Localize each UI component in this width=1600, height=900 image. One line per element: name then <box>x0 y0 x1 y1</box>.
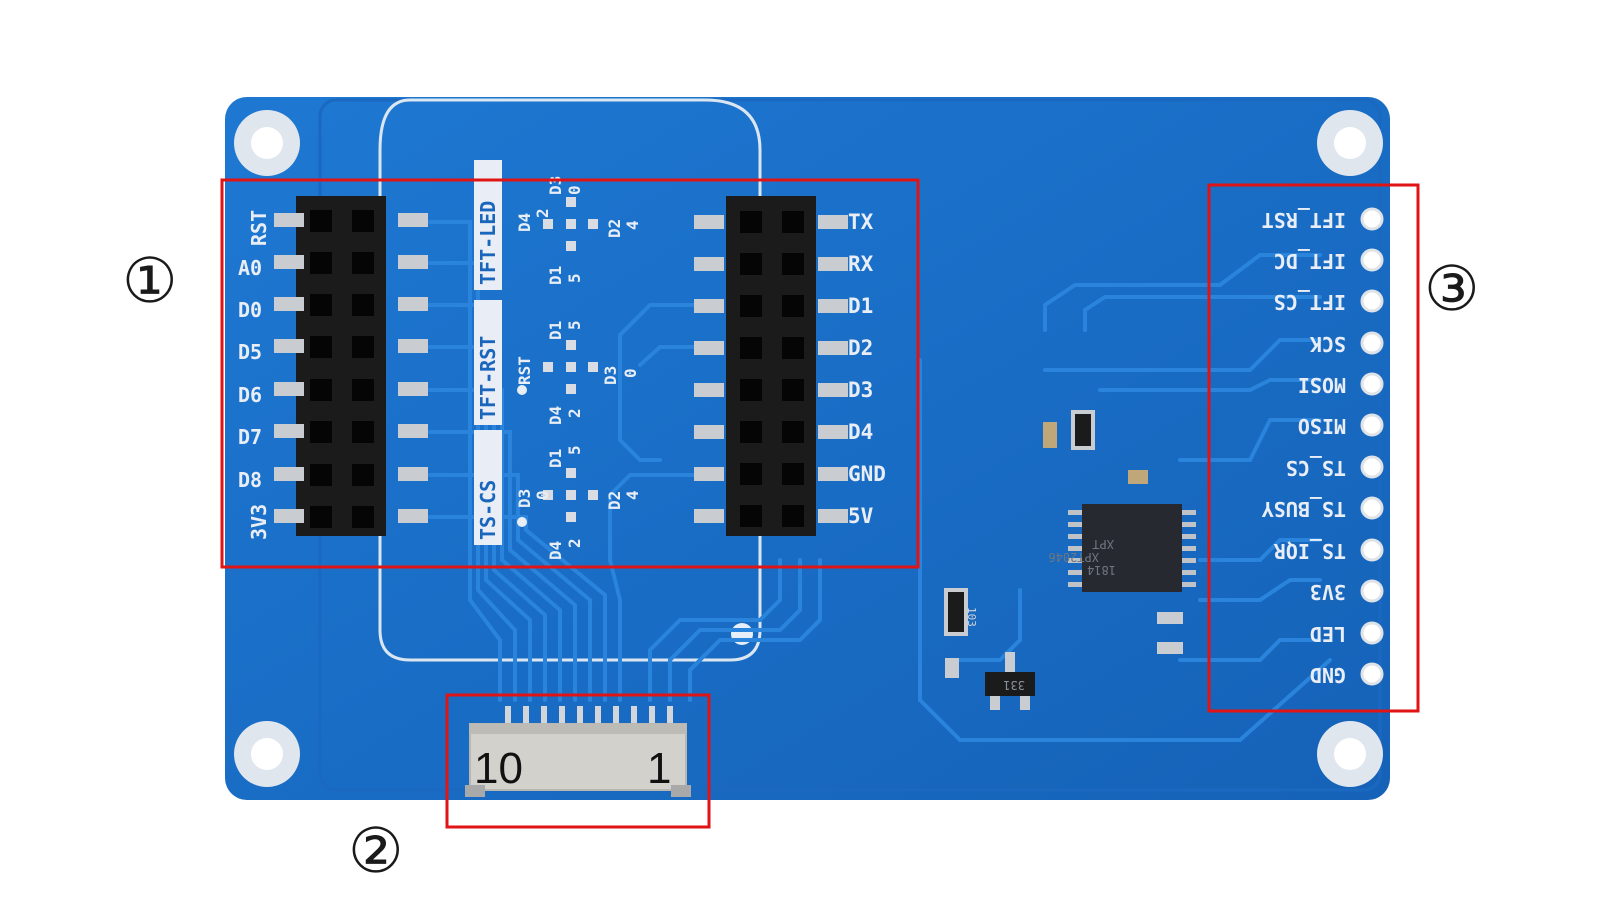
jumper-label: D4 <box>515 213 534 232</box>
vertical-silk-labels: TS-CS TFT-RST TFT-LED <box>474 160 502 545</box>
connector-pin1-label: 1 <box>647 744 671 793</box>
pin-label: D3 <box>848 378 873 402</box>
touch-controller-chip: XPT XPT2046 1814 <box>1048 504 1196 592</box>
jumper-label: 0 <box>621 368 640 378</box>
right-pin-header <box>694 196 848 536</box>
pin-label: D5 <box>238 340 262 364</box>
edge-pin-label: TS_BUSY <box>1262 497 1346 521</box>
pin-label: D4 <box>848 420 873 444</box>
pin-label: GND <box>848 462 886 486</box>
jumper-label: RST <box>515 356 534 385</box>
jumper-label: 2 <box>533 208 552 218</box>
jumper-label: 4 <box>623 490 642 500</box>
jumper-label: D1 <box>546 266 565 285</box>
edge-pin-label: MOSI <box>1298 373 1346 397</box>
edge-pin-label: TS_IQR <box>1273 539 1346 563</box>
right-header-labels: TX RX D1 D2 D3 D4 GND 5V <box>848 210 886 528</box>
highlight-box-3 <box>1207 183 1420 713</box>
callouts: ① ② ③ <box>122 244 1480 887</box>
pin-label: D1 <box>848 294 873 318</box>
jumper-label: D4 <box>546 406 565 425</box>
right-edge-pads <box>1360 207 1384 686</box>
jumper-label: 2 <box>565 538 584 548</box>
jumper-label: D2 <box>605 491 624 510</box>
vertical-label: TFT-RST <box>476 336 500 420</box>
jumper-label: D3 <box>515 489 534 508</box>
callout-3: ③ <box>1424 252 1480 325</box>
small-components: 103 331 <box>944 410 1183 710</box>
pin-label: A0 <box>238 256 262 280</box>
edge-pin-label: GND <box>1310 663 1346 687</box>
jumper-label: D2 <box>605 219 624 238</box>
fpc-connector: 10 1 <box>465 706 691 797</box>
connector-pin10-label: 10 <box>474 744 523 793</box>
pin-label: TX <box>848 210 874 234</box>
chip-marking: XPT2046 <box>1048 550 1099 564</box>
jumper-label: D4 <box>546 541 565 560</box>
chip-marking: XPT <box>1092 537 1114 551</box>
edge-pin-label: IFT_RST <box>1262 208 1346 232</box>
jumper-label: 0 <box>565 185 584 195</box>
jumper-label: D1 <box>546 321 565 340</box>
jumper-label: 5 <box>565 445 584 455</box>
jumper-label: D1 <box>546 449 565 468</box>
vertical-label: TS-CS <box>476 480 500 540</box>
pin-label: 3V3 <box>247 504 271 540</box>
jumper-label: D3 <box>601 366 620 385</box>
pin-label: D6 <box>238 383 262 407</box>
pin-label: D8 <box>238 468 262 492</box>
pin-label: D2 <box>848 336 873 360</box>
edge-pin-label: LED <box>1310 622 1346 646</box>
pin-label: D0 <box>238 298 262 322</box>
pin-label: D7 <box>238 425 262 449</box>
edge-pin-label: IFT_CS <box>1274 290 1346 314</box>
transistor-marking: 331 <box>1003 678 1025 692</box>
highlight-box-1 <box>220 178 920 569</box>
pin-label: 5V <box>848 504 874 528</box>
resistor-marking: 103 <box>965 607 978 627</box>
jumper-label: 5 <box>565 273 584 283</box>
callout-2: ② <box>348 814 404 887</box>
highlight-boxes <box>220 178 1420 829</box>
right-edge-labels: IFT_RST IFT_DC IFT_CS SCK MOSI MISO TS_C… <box>1262 208 1346 687</box>
left-header-labels: RST A0 D0 D5 D6 D7 D8 3V3 <box>238 210 271 540</box>
jumper-label: 4 <box>623 220 642 230</box>
highlight-box-2 <box>445 693 711 829</box>
pin-label: RST <box>247 210 271 246</box>
edge-pin-label: 3V3 <box>1310 580 1346 604</box>
callout-1: ① <box>122 244 178 317</box>
left-pin-header <box>274 196 428 536</box>
edge-pin-label: TS_CS <box>1286 456 1346 480</box>
edge-pin-label: MISO <box>1298 414 1346 438</box>
edge-pin-label: IFT_DC <box>1274 249 1346 273</box>
edge-pin-label: SCK <box>1310 332 1346 356</box>
jumper-label: 0 <box>533 490 552 500</box>
chip-marking: 1814 <box>1087 563 1116 577</box>
jumper-label: 5 <box>565 320 584 330</box>
mounting-holes <box>234 110 1383 787</box>
vertical-label: TFT-LED <box>476 201 500 285</box>
pin-label: RX <box>848 252 874 276</box>
jumper-label: 2 <box>565 408 584 418</box>
